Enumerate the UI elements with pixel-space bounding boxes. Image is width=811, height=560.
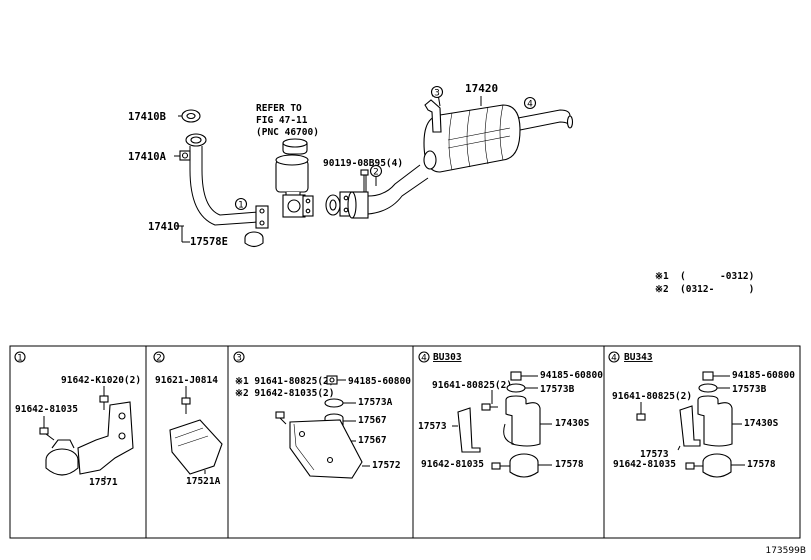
nut-4b xyxy=(702,371,714,381)
bracket-4b-17573 xyxy=(679,405,701,447)
panel-3-label-81035: ※2 91642-81035(2) xyxy=(235,388,334,399)
label-bolt-90119: 90119-08B95(4) xyxy=(323,158,403,169)
panel-4b-model: BU343 xyxy=(624,352,653,363)
callout-2: 2 xyxy=(373,168,379,178)
label-17410b: 17410B xyxy=(128,111,166,123)
bolt-j0814 xyxy=(181,397,191,414)
gasket-17410b xyxy=(178,109,201,123)
center-pipe xyxy=(347,164,429,219)
front-pipe-17410 xyxy=(185,133,269,229)
label-17410a: 17410A xyxy=(128,151,167,163)
panel-3-label-17567-a: 17567 xyxy=(358,415,387,426)
callout-circle-1 xyxy=(234,197,248,211)
panel-3-label-17567-b: 17567 xyxy=(358,435,387,446)
note-2-mark: ※2 xyxy=(655,284,669,295)
note-2-range: (0312- ) xyxy=(680,284,754,295)
panel-1-number: 1 xyxy=(17,354,23,364)
bolt-81035 xyxy=(39,427,55,441)
panel-2-label-17521a: 17521A xyxy=(186,476,221,487)
panel-2-label-j0814: 91621-J0814 xyxy=(155,375,218,386)
panel-4b-label-81035: 91642-81035 xyxy=(613,459,676,470)
diagram-id: 173599B xyxy=(765,546,806,556)
callout-4: 4 xyxy=(527,100,533,110)
panel-3-label-94185: 94185-60800 xyxy=(348,376,411,387)
panel-4b-label-17573: 17573 xyxy=(640,449,669,460)
panel-3-number: 3 xyxy=(236,354,242,364)
panel-4a-label-17573: 17573 xyxy=(418,421,447,432)
catalytic-converter xyxy=(275,138,314,218)
panel-4b-number: 4 xyxy=(611,354,617,364)
panel-4a-label-17430s: 17430S xyxy=(555,418,590,429)
callout-circle-4 xyxy=(523,96,537,110)
panel-4a-number: 4 xyxy=(421,354,427,364)
panel-4a-label-17573b: 17573B xyxy=(540,384,575,395)
panel-2-number: 2 xyxy=(156,354,162,364)
panel-4b-label-17578: 17578 xyxy=(747,459,776,470)
panel-4b-label-17573b: 17573B xyxy=(732,384,767,395)
bolt-panel-3 xyxy=(275,411,287,425)
nut-17410a xyxy=(174,150,191,161)
refer-line-1: REFER TO xyxy=(256,103,302,114)
panel-3-label-17572: 17572 xyxy=(372,460,401,471)
panel-1-label-81035: 91642-81035 xyxy=(15,404,78,415)
refer-line-3: (PNC 46700) xyxy=(256,127,319,138)
panel-4b-label-80825: 91641-80825(2) xyxy=(612,391,692,402)
label-17578e: 17578E xyxy=(190,236,228,248)
bolt-90119 xyxy=(360,169,369,192)
bracket-4b-17430s xyxy=(703,402,733,447)
washer-17573a xyxy=(324,398,344,408)
detail-panel-3: 3 ※1 91641-80825(2) ※2 91642-81035(2) 94… xyxy=(227,345,414,539)
label-17420: 17420 xyxy=(465,82,498,95)
callout-3: 3 xyxy=(434,89,440,99)
panel-4a-label-94185: 94185-60800 xyxy=(540,370,603,381)
callout-circle-2 xyxy=(369,164,383,178)
note-1-range: ( -0312) xyxy=(680,271,754,282)
bracket-4a-17430s xyxy=(511,402,541,447)
panel-4b-label-94185: 94185-60800 xyxy=(732,370,795,381)
detail-panel-1: 1 91642-K1020(2) 91642-81035 17571 xyxy=(9,345,147,539)
hanger-17571 xyxy=(77,401,134,475)
panel-4a-label-81035: 91642-81035 xyxy=(421,459,484,470)
bracket-17572 xyxy=(289,419,363,479)
main-exploded-view: 17410B 17410A 17410 17578E xyxy=(128,82,754,295)
bracket-4a-17573 xyxy=(457,407,481,453)
bolt-k1020 xyxy=(99,395,109,410)
panel-1-label-17571: 17571 xyxy=(89,477,118,488)
muffler-17420 xyxy=(423,93,574,173)
callout-1: 1 xyxy=(238,201,244,211)
note-1-mark: ※1 xyxy=(655,271,669,282)
refer-line-2: FIG 47-11 xyxy=(256,115,308,126)
panel-1-label-k1020: 91642-K1020(2) xyxy=(61,375,141,386)
panel-4a-label-17578: 17578 xyxy=(555,459,584,470)
nut-94185 xyxy=(326,375,346,385)
panel-3-label-17573a: 17573A xyxy=(358,397,393,408)
detail-panel-4-bu343: 4 BU343 94185-60800 91641-80825(2) 17573… xyxy=(603,345,801,539)
detail-panel-2: 2 91621-J0814 17521A xyxy=(145,345,229,539)
heat-insulator-17521a xyxy=(169,419,223,475)
label-17410: 17410 xyxy=(148,221,180,233)
clamp-17578e xyxy=(244,231,264,248)
panel-4a-model: BU303 xyxy=(433,352,462,363)
panel-4b-label-17430s: 17430S xyxy=(744,418,779,429)
panel-4a-label-80825: 91641-80825(2) xyxy=(432,380,512,391)
nut-4a xyxy=(510,371,522,381)
panel-3-label-80825: ※1 91641-80825(2) xyxy=(235,376,334,387)
detail-panel-4-bu303: 4 BU303 94185-60800 91641-80825(2) 17573… xyxy=(412,345,605,539)
callout-circle-3 xyxy=(430,85,444,99)
